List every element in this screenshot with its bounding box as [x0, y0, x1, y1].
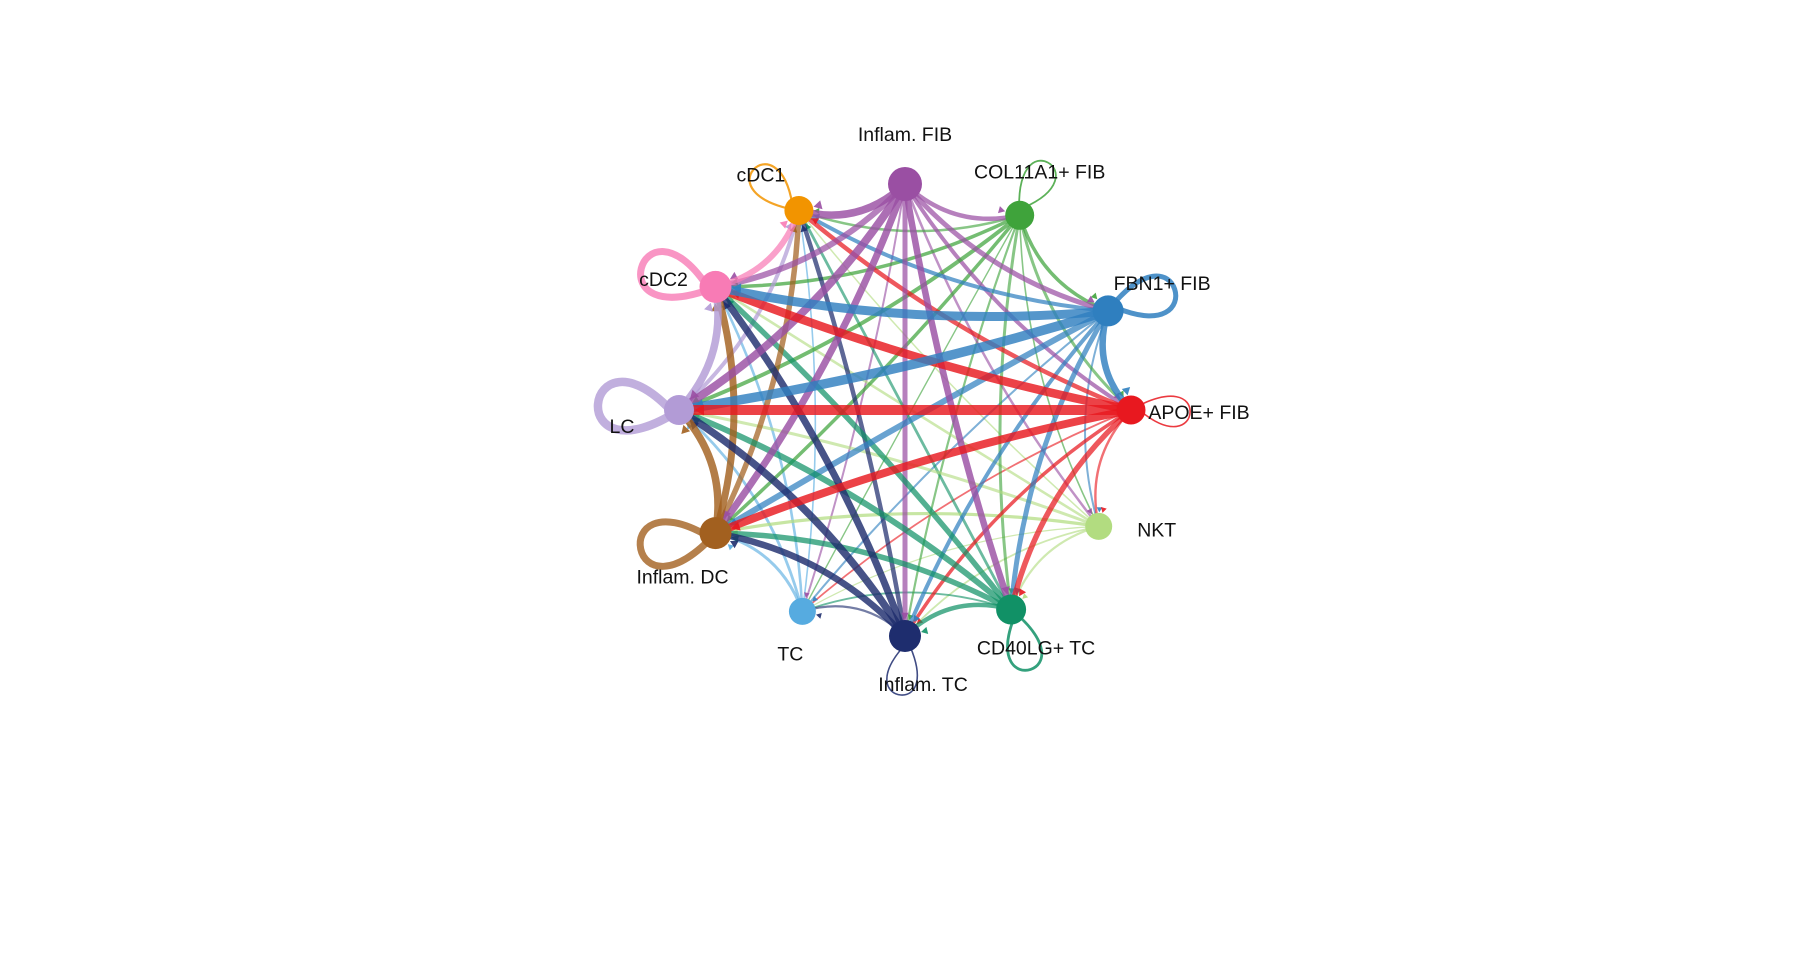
- edge-arrowhead: [681, 424, 691, 434]
- edge-arrowhead: [694, 404, 704, 416]
- edge-arrowhead: [1019, 588, 1027, 597]
- self-loop-edge: [593, 377, 684, 435]
- edge-arrowhead: [811, 218, 820, 225]
- network-edge: [901, 183, 1015, 611]
- self-loop-edge: [886, 634, 919, 696]
- node-label-cd40lg_tc: CD40LG+ TC: [977, 638, 1095, 660]
- edge-arrowhead: [913, 614, 920, 622]
- self-loop-layer: [593, 159, 1191, 696]
- node-label-layer: Inflam. FIB COL11A1+ FIB FBN1+ FIB APOE+ FI…: [610, 124, 1250, 696]
- edge-arrowhead: [998, 206, 1006, 214]
- network-node-nkt[interactable]: [1085, 512, 1113, 540]
- edge-arrowhead: [921, 626, 929, 634]
- edge-arrowhead: [804, 592, 810, 598]
- network-edge: [903, 309, 1110, 637]
- edge-arrowhead: [813, 200, 823, 210]
- node-label-cdc1: cDC1: [737, 165, 786, 187]
- network-node-col11a1_fib[interactable]: [1005, 200, 1035, 230]
- network-edge: [1008, 407, 1133, 611]
- edge-arrowhead: [800, 225, 808, 233]
- network-edge: [797, 208, 1109, 313]
- network-edge: [903, 182, 1133, 412]
- network-node-fbn1_fib[interactable]: [1092, 295, 1124, 327]
- edge-arrowhead: [1096, 507, 1103, 513]
- network-edge: [712, 182, 909, 536]
- network-edge: [677, 209, 801, 412]
- node-label-inflam_dc: Inflam. DC: [636, 566, 728, 588]
- network-edge: [678, 306, 1110, 415]
- node-layer: [664, 167, 1146, 652]
- network-edge: [796, 209, 908, 637]
- network-edge: [904, 525, 1099, 637]
- edge-arrowhead: [704, 302, 713, 312]
- self-loop-edge: [1018, 159, 1057, 217]
- edge-arrowhead: [1086, 295, 1095, 303]
- network-edge: [715, 530, 1013, 612]
- node-label-fbn1_fib: FBN1+ FIB: [1114, 273, 1211, 295]
- self-loop-edge: [1105, 273, 1179, 319]
- self-loop-edge: [637, 248, 720, 301]
- edge-arrowhead: [812, 596, 818, 602]
- network-node-lc[interactable]: [664, 395, 694, 425]
- node-label-col11a1_fib: COL11A1+ FIB: [974, 161, 1105, 183]
- network-edge: [797, 208, 1132, 413]
- network-edge: [1018, 215, 1100, 527]
- edge-arrowhead: [723, 509, 731, 519]
- network-edge: [714, 282, 1109, 322]
- edge-arrowhead: [1086, 508, 1092, 515]
- node-label-lc: LC: [610, 416, 635, 438]
- edge-arrowhead: [727, 544, 734, 551]
- network-edge: [713, 406, 1132, 537]
- edge-arrowhead: [1022, 593, 1029, 599]
- edge-arrowhead: [730, 540, 739, 549]
- network-edge: [712, 284, 909, 638]
- network-node-apoe_fib[interactable]: [1116, 395, 1146, 425]
- network-node-cdc1[interactable]: [784, 196, 814, 225]
- network-edge: [678, 408, 804, 612]
- network-edge: [713, 308, 1110, 536]
- node-label-cdc2: cDC2: [639, 269, 688, 291]
- self-loop-edge: [1129, 395, 1191, 428]
- edge-arrowhead: [731, 283, 742, 294]
- edge-arrowhead: [731, 521, 741, 531]
- node-label-nkt: NKT: [1137, 520, 1176, 542]
- network-edge: [677, 406, 909, 638]
- node-label-inflam_fib: Inflam. FIB: [858, 124, 952, 146]
- edge-arrowhead: [1001, 586, 1010, 595]
- network-node-cdc2[interactable]: [699, 270, 732, 303]
- network-edge: [714, 529, 908, 639]
- network-edge: [677, 407, 1014, 612]
- network-edge: [801, 183, 906, 612]
- network-edge: [798, 209, 1021, 233]
- edge-arrowhead: [723, 301, 731, 311]
- network-edge: [903, 182, 1109, 314]
- network-node-inflam_fib[interactable]: [888, 167, 922, 201]
- edge-arrowhead: [690, 389, 700, 399]
- network-edge: [801, 409, 1132, 613]
- network-node-inflam_tc[interactable]: [889, 620, 921, 652]
- node-label-apoe_fib: APOE+ FIB: [1148, 402, 1249, 424]
- network-edge: [676, 181, 909, 414]
- network-node-inflam_dc[interactable]: [699, 517, 732, 550]
- network-edge: [1008, 309, 1111, 610]
- edge-arrowhead: [1101, 507, 1107, 513]
- self-loop-edge: [748, 163, 801, 212]
- edge-arrowhead: [901, 612, 909, 620]
- edge-arrowhead: [779, 220, 788, 229]
- node-label-inflam_tc: Inflam. TC: [878, 674, 968, 696]
- network-node-tc[interactable]: [788, 597, 816, 625]
- edge-arrowhead: [816, 613, 822, 619]
- self-loop-edge: [1006, 607, 1044, 672]
- edge-arrowhead: [1121, 387, 1131, 396]
- edge-arrowhead: [1090, 292, 1098, 300]
- network-node-cd40lg_tc[interactable]: [996, 594, 1027, 625]
- node-label-tc: TC: [777, 644, 803, 666]
- network-edge: [714, 214, 1022, 535]
- self-loop-edge: [636, 518, 720, 570]
- network-edge: [903, 408, 1132, 637]
